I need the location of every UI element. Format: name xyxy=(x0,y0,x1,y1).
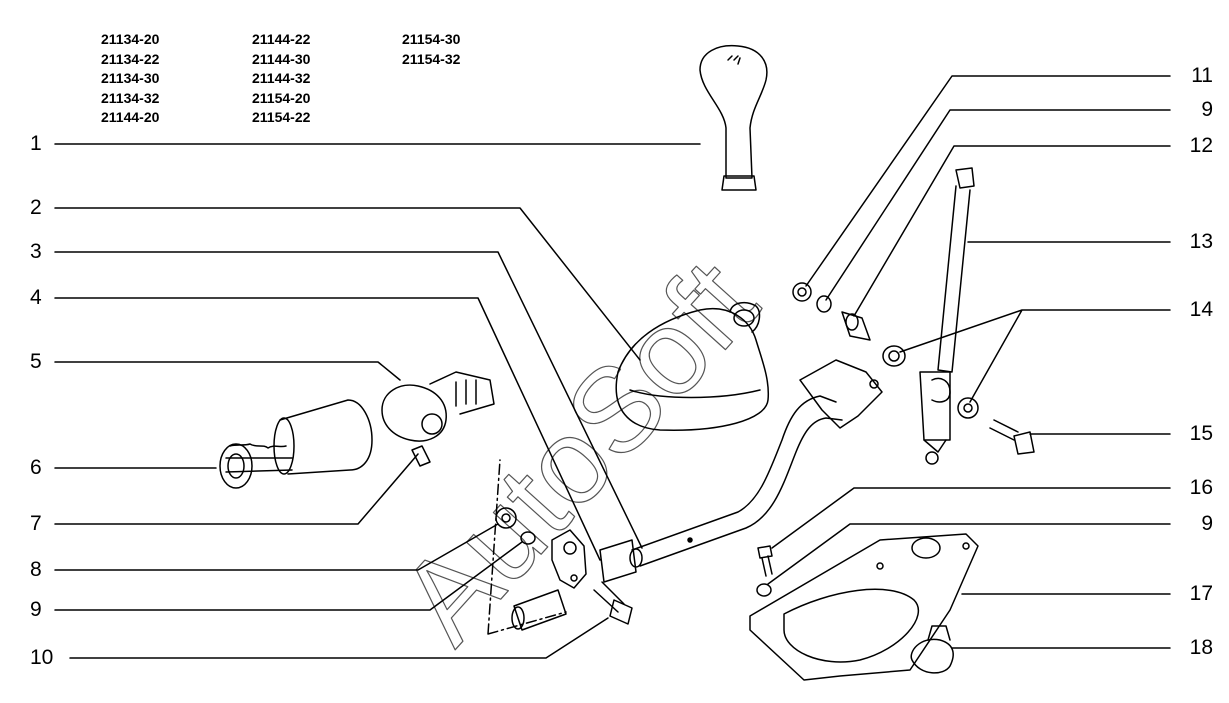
selector-rod xyxy=(919,167,975,465)
callout-right-16: 16 xyxy=(1189,476,1213,499)
callout-left-2: 2 xyxy=(30,196,42,219)
model-number: 21154-32 xyxy=(402,50,461,67)
callout-right-9-lower: 9 xyxy=(1201,512,1213,535)
damper-bellows xyxy=(219,399,373,489)
callout-right-17: 17 xyxy=(1189,582,1213,605)
gear-boot xyxy=(615,301,770,431)
model-number: 21144-30 xyxy=(252,50,311,67)
base-plate xyxy=(749,533,979,681)
assembly-axis-line xyxy=(487,459,567,635)
callout-left-7: 7 xyxy=(30,512,42,535)
callout-left-4: 4 xyxy=(30,286,42,309)
callout-left-9: 9 xyxy=(30,598,42,621)
callout-right-9-upper: 9 xyxy=(1201,98,1213,121)
washer-right-upper xyxy=(816,295,832,313)
model-number: 21134-32 xyxy=(101,89,160,106)
callout-right-18: 18 xyxy=(1189,636,1213,659)
coupler-bushing-small xyxy=(599,539,637,583)
washer-left xyxy=(520,531,536,545)
gear-knob xyxy=(699,44,768,191)
callout-left-6: 6 xyxy=(30,456,42,479)
sleeve-tube xyxy=(511,589,567,631)
model-number: 21154-30 xyxy=(402,31,461,47)
model-column-2: 21144-22 21144-30 21144-32 21154-20 2115… xyxy=(252,30,310,128)
bolt-small xyxy=(757,545,773,577)
callout-left-8: 8 xyxy=(30,558,42,581)
model-column-1: 21134-20 21134-22 21134-30 21134-32 2114… xyxy=(101,30,159,128)
callout-right-11: 11 xyxy=(1191,64,1213,87)
bushing-cap-lower xyxy=(957,397,979,419)
washer-right-lower xyxy=(756,583,772,597)
callout-left-3: 3 xyxy=(30,240,42,263)
callout-left-5: 5 xyxy=(30,350,42,373)
shift-yoke-joint xyxy=(381,371,495,442)
model-number: 21144-20 xyxy=(101,109,160,125)
callout-right-15: 15 xyxy=(1189,422,1213,445)
shift-clamp xyxy=(551,529,587,589)
set-screw xyxy=(411,445,431,467)
model-number: 21134-22 xyxy=(101,50,160,67)
model-number: 21154-22 xyxy=(252,109,311,125)
callout-left-1: 1 xyxy=(30,132,42,155)
shift-lever-rod xyxy=(629,359,883,568)
bushing-cap-upper xyxy=(882,345,906,367)
model-column-3: 21154-30 21154-32 xyxy=(402,30,460,69)
callout-left-10: 10 xyxy=(30,646,54,669)
model-number: 21144-32 xyxy=(252,70,311,86)
bolt-left xyxy=(593,581,633,625)
model-number: 21134-30 xyxy=(101,70,160,86)
nut-right xyxy=(792,282,812,302)
model-number: 21154-20 xyxy=(252,89,311,106)
model-number: 21144-22 xyxy=(252,31,311,47)
callout-right-12: 12 xyxy=(1189,134,1213,157)
callout-right-13: 13 xyxy=(1189,230,1213,253)
leader-lines-right xyxy=(767,75,1171,649)
rubber-stopper xyxy=(910,625,954,674)
callout-right-14: 14 xyxy=(1189,298,1213,321)
leader-lines-left xyxy=(54,143,701,659)
model-number: 21134-20 xyxy=(101,31,160,47)
bushing-right xyxy=(841,311,871,341)
watermark-logo: AutoSoft xyxy=(375,236,783,668)
bolt-right xyxy=(989,419,1035,455)
